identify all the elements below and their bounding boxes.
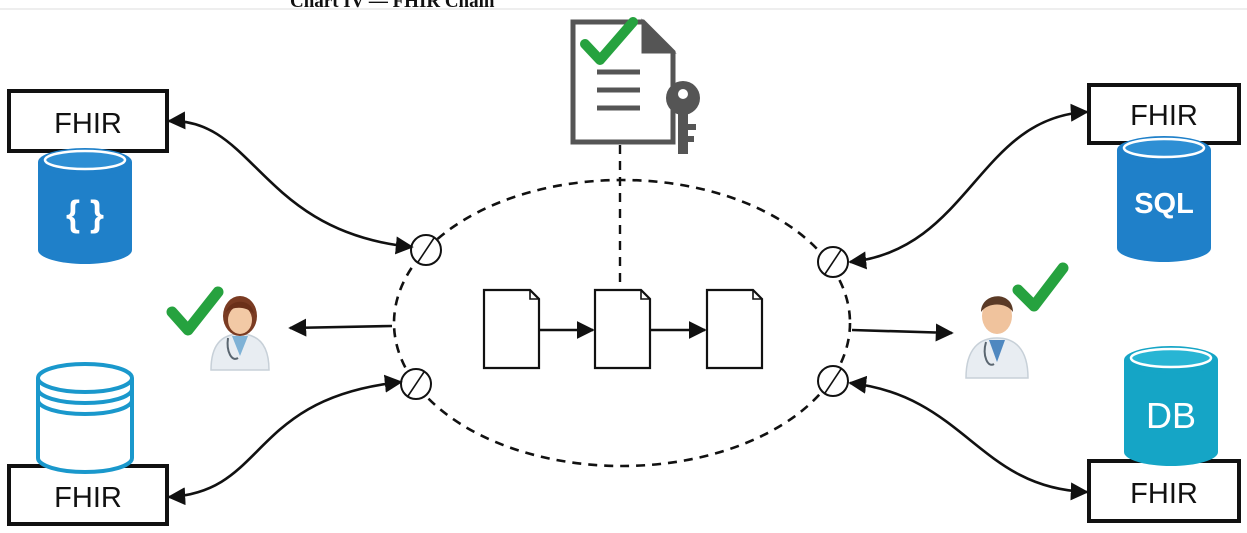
check-icon	[580, 17, 638, 65]
database-icon-sql: SQL	[1117, 136, 1211, 262]
check-icon	[166, 286, 224, 336]
fhir-box-bottom-left: FHIR	[7, 464, 169, 526]
check-icon	[1012, 262, 1069, 312]
block-2	[593, 288, 652, 370]
doctor-icon-right	[965, 296, 1029, 379]
fhir-node-arrow-top-left	[167, 111, 414, 255]
fhir-node-arrow-top-right	[848, 103, 1089, 270]
database-icon-db: DB	[1124, 346, 1218, 466]
node-icon	[817, 365, 849, 397]
fhir-label: FHIR	[1130, 478, 1198, 510]
sql-label: SQL	[1134, 188, 1194, 220]
node-icon	[817, 246, 849, 278]
arrow-to-right-doctor	[851, 323, 954, 342]
json-label: { }	[66, 193, 104, 234]
doctor-icon-left	[210, 296, 270, 371]
block-1	[482, 288, 541, 370]
blockchain-network-ellipse	[392, 178, 852, 468]
node-icon	[410, 234, 442, 266]
fhir-label: FHIR	[54, 108, 122, 140]
block-3	[705, 288, 764, 370]
fhir-label: FHIR	[54, 482, 122, 514]
database-icon-empty	[36, 362, 134, 474]
node-icon	[400, 368, 432, 400]
arrow-to-left-doctor	[288, 318, 393, 337]
fhir-box-top-right: FHIR	[1087, 83, 1241, 145]
fhir-node-arrow-bottom-left	[167, 374, 403, 506]
fhir-box-top-left: FHIR	[7, 89, 169, 153]
db-label: DB	[1146, 395, 1196, 436]
fhir-box-bottom-right: FHIR	[1087, 459, 1241, 523]
fhir-node-arrow-bottom-right	[848, 375, 1089, 501]
database-icon-json: { }	[38, 148, 132, 264]
document-key-icon	[570, 18, 700, 154]
figure-caption: Chart IV — FHIR Chain	[290, 0, 495, 12]
fhir-label: FHIR	[1130, 100, 1198, 132]
